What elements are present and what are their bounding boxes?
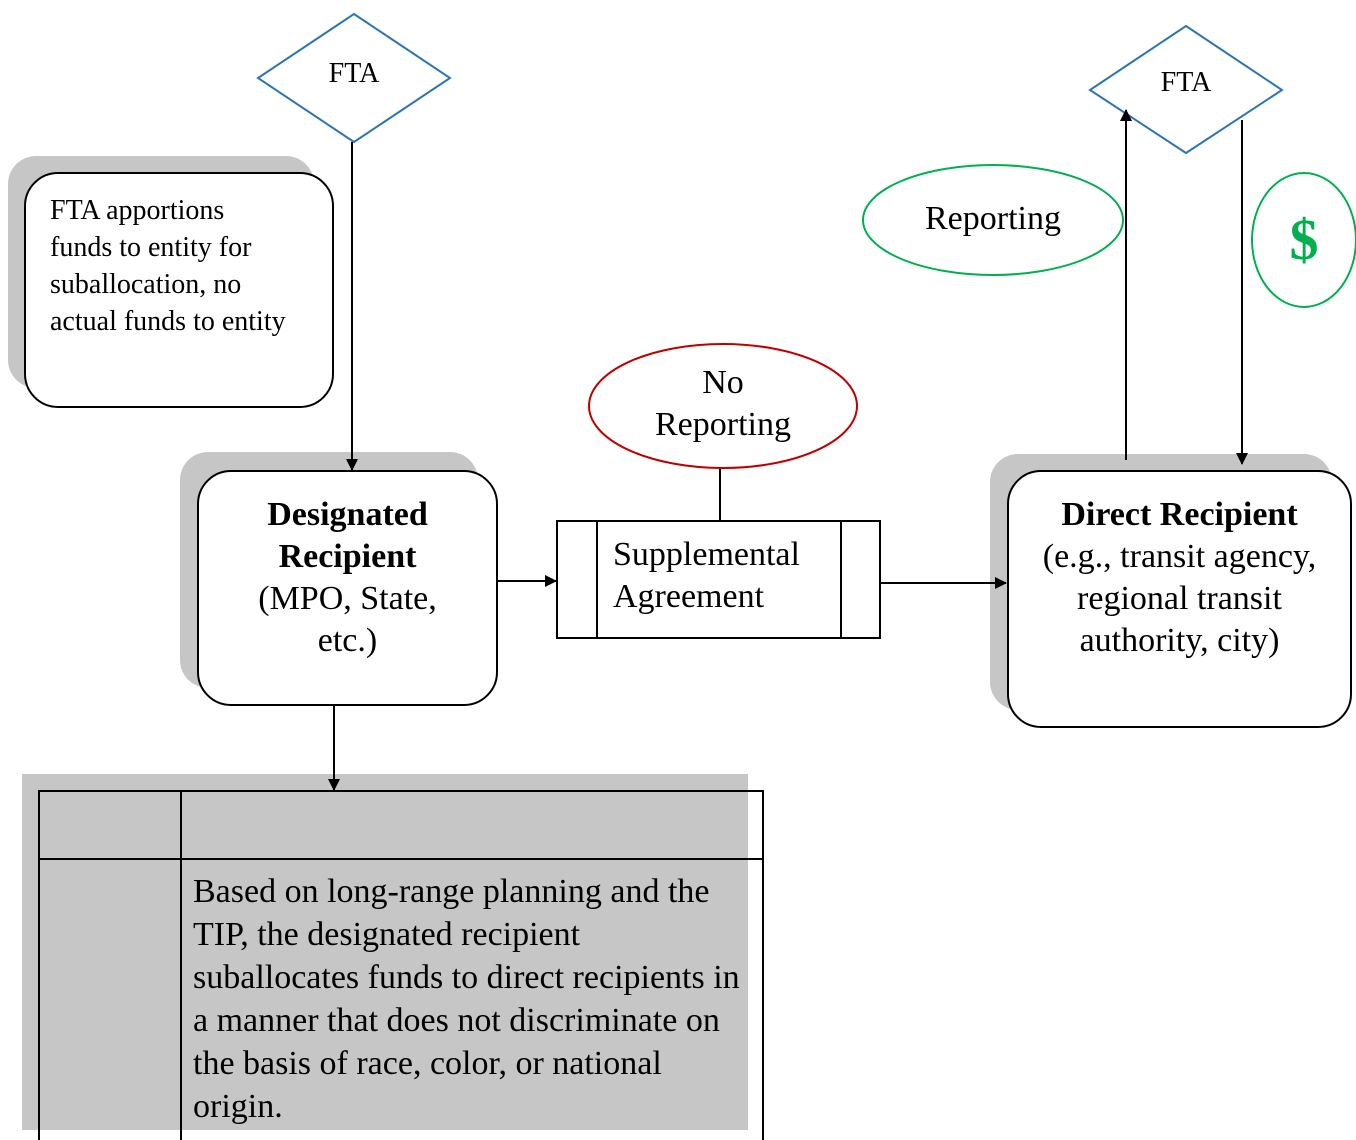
note-box: FTA apportions funds to entity for subal…: [24, 172, 334, 408]
fta-right-label: FTA: [1160, 67, 1212, 98]
supplemental-label: Supplemental Agreement: [613, 536, 800, 615]
table-shadow: [22, 774, 748, 1130]
direct-recipient-box: Direct Recipient (e.g., transit agency, …: [1007, 470, 1352, 728]
no-reporting-label: No Reporting: [655, 364, 791, 443]
designated-recipient-box: Designated Recipient (MPO, State, etc.): [197, 470, 498, 706]
reporting-label: Reporting: [925, 200, 1061, 237]
designated-subtitle: (MPO, State, etc.): [258, 580, 437, 659]
fta-right-diamond: [1088, 24, 1284, 155]
supplemental-box: [556, 520, 881, 639]
note-text: FTA apportions funds to entity for subal…: [50, 195, 286, 337]
designated-title: Designated Recipient: [267, 496, 428, 575]
dollar-ellipse: [1251, 172, 1356, 308]
no-reporting-ellipse: [588, 343, 858, 469]
dollar-icon: $: [1289, 207, 1319, 272]
direct-title: Direct Recipient: [1061, 496, 1298, 533]
direct-subtitle: (e.g., transit agency, regional transit …: [1042, 538, 1317, 659]
reporting-ellipse: [862, 164, 1124, 276]
fta-left-label: FTA: [328, 58, 380, 89]
fta-left-diamond: [256, 12, 452, 144]
table-body-text: Based on long-range planning and the TIP…: [193, 873, 740, 1125]
info-table: Based on long-range planning and the TIP…: [38, 790, 764, 1140]
